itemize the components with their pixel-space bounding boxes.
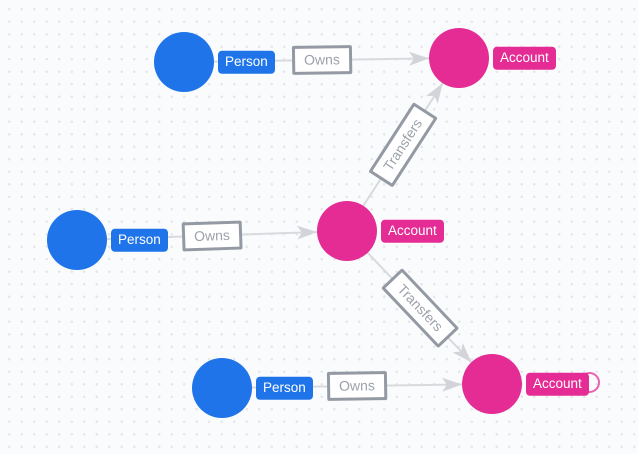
node-person-top[interactable] xyxy=(154,32,214,92)
node-person-bottom[interactable] xyxy=(192,358,252,418)
node-label-badge-account-bottom[interactable]: Account xyxy=(526,372,589,396)
node-account-middle[interactable] xyxy=(317,201,377,261)
edge-label-owns-1[interactable]: Owns xyxy=(181,220,243,251)
node-account-bottom[interactable] xyxy=(462,354,522,414)
edge-label-owns-2[interactable]: Owns xyxy=(326,371,388,401)
node-label-badge-account-middle[interactable]: Account xyxy=(381,219,444,243)
edge-label-owns-0[interactable]: Owns xyxy=(291,45,352,75)
node-label-badge-account-top[interactable]: Account xyxy=(493,46,556,70)
node-person-middle[interactable] xyxy=(47,210,107,270)
node-label-badge-person-middle[interactable]: Person xyxy=(111,228,168,252)
node-label-badge-person-bottom[interactable]: Person xyxy=(256,376,313,400)
node-label-badge-person-top[interactable]: Person xyxy=(218,50,275,74)
node-account-top[interactable] xyxy=(429,28,489,88)
